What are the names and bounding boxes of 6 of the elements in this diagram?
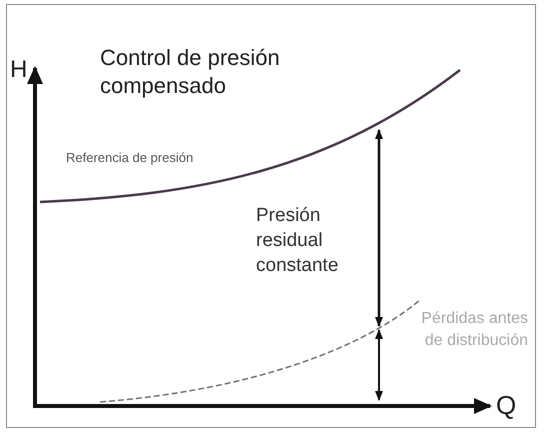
chart-title: Control de presión compensado <box>100 44 281 100</box>
dimension-label: Presión residual constante <box>256 204 340 278</box>
axis-label: Q <box>496 390 516 421</box>
axis-label: H <box>10 56 28 84</box>
dimension-label: Pérdidas antes de distribución <box>420 309 528 351</box>
curve-label: Referencia de presión <box>66 150 194 165</box>
